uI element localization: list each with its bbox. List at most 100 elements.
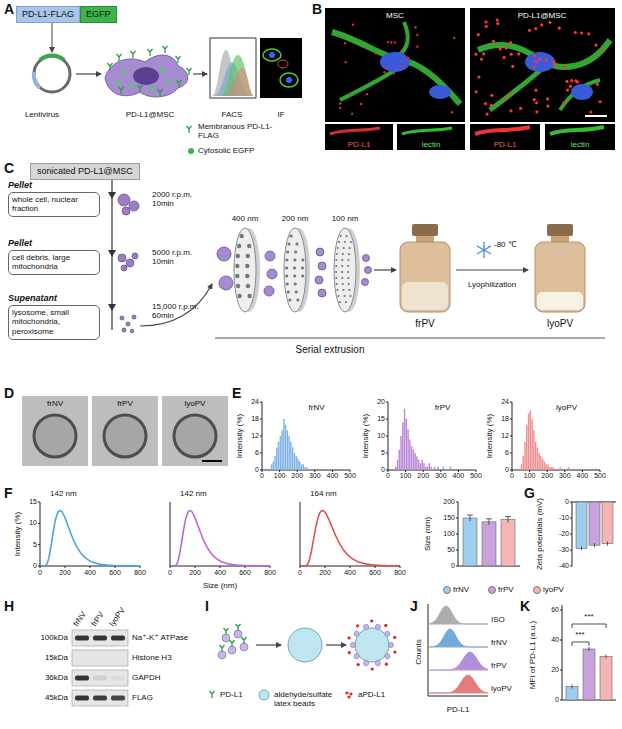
tick-mark: [400, 566, 401, 568]
pd-l1-vesicle: [234, 630, 242, 638]
vesicle: [267, 269, 277, 279]
fraction-box: Supenatantlysosome, small mitochondria, …: [8, 293, 100, 340]
tick-label: 0: [565, 498, 569, 506]
histogram-bar: [299, 462, 300, 471]
tick-mark: [297, 470, 298, 472]
tick-label: 400: [577, 472, 589, 480]
tick-mark: [582, 470, 583, 472]
tick-label: 200: [59, 569, 71, 577]
antibody-dot: [371, 667, 374, 670]
histogram-bar: [281, 430, 282, 470]
facs-histogram: [220, 55, 254, 96]
filter-pore: [240, 234, 244, 238]
pd-l1-signal: [360, 103, 362, 105]
tem-image: [162, 396, 228, 466]
blot-strip: [72, 670, 128, 686]
histogram-bar: [278, 442, 279, 470]
bar: [463, 518, 477, 566]
baseline: [428, 693, 488, 694]
text-label: Lentivirus: [25, 110, 59, 119]
text-label: 200 nm: [282, 214, 309, 223]
histogram-bar: [421, 460, 422, 470]
tick-label: 200: [189, 569, 201, 577]
tick-mark: [262, 470, 263, 472]
pd-l1-signal: [344, 61, 346, 63]
facs-histogram: [224, 68, 254, 96]
histogram-bar: [287, 430, 288, 470]
plasmid-illustration: [34, 56, 70, 92]
tick-label: 400: [327, 472, 339, 480]
tick-label: 0: [298, 569, 302, 577]
pd-l1-signal: [339, 107, 341, 109]
label-box: EGFP: [80, 6, 117, 23]
filter-pore: [335, 271, 337, 273]
filter-pore: [348, 253, 350, 255]
pd-l1-signal: [570, 79, 573, 82]
blot-strip: [72, 690, 128, 706]
legend-swatch: [488, 586, 496, 594]
filter-pore: [246, 284, 250, 288]
if-image: [260, 38, 302, 98]
histogram-bar: [418, 460, 419, 470]
antibody-dot: [348, 651, 351, 654]
pd-l1-signal: [540, 23, 543, 26]
filter-pore: [348, 289, 350, 291]
micrograph: [470, 8, 615, 122]
filter-pore: [343, 247, 345, 249]
pd-l1-vesicle: [375, 661, 380, 666]
tick-label: 10: [29, 519, 37, 527]
pellet-illustration: [130, 329, 134, 333]
tick-mark: [456, 534, 458, 535]
tick-mark: [529, 470, 530, 472]
blot-band: [93, 696, 107, 701]
blot-strip: [72, 650, 128, 666]
tem-image: [174, 415, 216, 457]
filter-pore: [301, 274, 304, 277]
histogram-bar: [544, 462, 545, 471]
panel-letter: I: [205, 598, 209, 614]
histogram-bar: [402, 422, 403, 470]
plasmid-illustration: [76, 73, 101, 74]
filter-pore: [237, 294, 241, 298]
filter-pore: [285, 274, 288, 277]
extrusion-filter: [234, 228, 360, 312]
histogram-bar: [425, 467, 426, 470]
micrograph: [429, 85, 451, 99]
pd-l1-signal: [352, 24, 354, 26]
pd-l1-signal: [475, 90, 478, 93]
filter-pore: [350, 241, 352, 243]
filter-pore: [341, 259, 343, 261]
cell-illustration: [133, 67, 159, 85]
tick-label: 0: [505, 466, 509, 474]
tick-mark: [456, 502, 458, 503]
pd-l1-signal: [546, 97, 549, 100]
tick-label: 6: [255, 449, 259, 457]
histogram-bar: [538, 453, 539, 470]
panel-letter: H: [4, 598, 14, 614]
filter-pore: [342, 253, 344, 255]
vesicle: [217, 247, 231, 261]
bar: [501, 520, 515, 566]
histogram-bar: [568, 467, 569, 470]
cell-illustration: [105, 55, 207, 97]
histogram-bar: [545, 464, 546, 470]
vial: [456, 269, 528, 270]
filter-pore: [347, 259, 349, 261]
fraction-text: whole cell, nuclear fraction: [8, 192, 100, 217]
tick-label: 15: [377, 415, 385, 423]
blot-band: [75, 636, 89, 641]
text-label: GAPDH: [132, 673, 160, 682]
tick-mark: [600, 470, 601, 472]
vial: [537, 292, 583, 310]
tick-label: 15: [29, 498, 37, 506]
pd-l1-signal: [517, 52, 520, 55]
if-image: [278, 60, 288, 68]
filter-pore: [295, 290, 298, 293]
tick-label: 500: [344, 472, 356, 480]
tick-label: 60: [551, 606, 559, 614]
panel-letter: E: [232, 385, 241, 401]
egfp-dot: [130, 83, 134, 87]
antibody-dot: [357, 663, 360, 666]
legend-text: frPV: [498, 585, 514, 594]
text-label: 100 nm: [332, 214, 359, 223]
